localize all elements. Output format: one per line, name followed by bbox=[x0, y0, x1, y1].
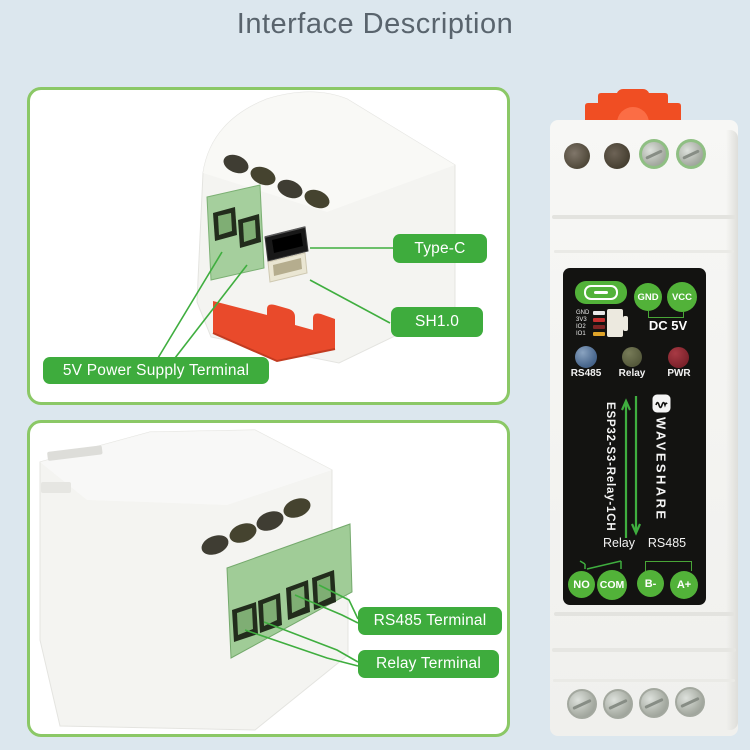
din-rail-clip bbox=[585, 89, 681, 123]
leader-lines bbox=[157, 247, 393, 359]
relay-contact-icon bbox=[579, 560, 622, 570]
label-5v-power-terminal: 5V Power Supply Terminal bbox=[43, 357, 269, 384]
label-rs485-terminal: RS485 Terminal bbox=[358, 607, 502, 635]
product-name-vertical: ESP32-S3-Relay-1CH bbox=[604, 401, 616, 532]
pin-wire-io2 bbox=[593, 324, 605, 329]
relay-module-photo: GND VCC DC 5V GND 3V3 IO2 IO1 RS485 Rela… bbox=[540, 85, 750, 750]
terminal-no: NO bbox=[568, 571, 595, 598]
pin-label-io1: IO1 bbox=[576, 331, 586, 337]
terminal-a-plus: A+ bbox=[670, 571, 698, 599]
waveshare-logo-icon bbox=[652, 394, 670, 413]
rs485-led bbox=[575, 346, 597, 368]
pin-label-gnd: GND bbox=[576, 310, 590, 316]
brand-block: WAVESHARE bbox=[645, 394, 677, 544]
pin-wire-io1 bbox=[593, 331, 605, 336]
rs485-group-label: RS485 bbox=[647, 536, 687, 550]
pin-wire-3v3 bbox=[593, 317, 605, 322]
updown-arrows-icon bbox=[620, 396, 642, 538]
pin-label-3v3: 3V3 bbox=[576, 317, 587, 323]
case-ledge bbox=[552, 215, 736, 219]
power-terminal-block bbox=[206, 184, 265, 281]
module-edge-shade bbox=[726, 130, 738, 730]
device-corner-photo-terminals bbox=[39, 429, 359, 731]
top-terminal-hole bbox=[604, 143, 630, 169]
terminal-com: COM bbox=[597, 570, 627, 600]
bottom-terminal-screw bbox=[603, 689, 633, 719]
gnd-terminal-marker: GND bbox=[634, 283, 662, 311]
label-type-c: Type-C bbox=[393, 234, 487, 263]
page-title: Interface Description bbox=[236, 8, 514, 40]
device-corner-photo-power bbox=[157, 91, 456, 364]
relay-led-label: Relay bbox=[618, 368, 646, 379]
dc-bracket bbox=[648, 311, 684, 318]
top-terminal-screw bbox=[642, 142, 666, 166]
top-terminal-hole bbox=[564, 143, 590, 169]
rs485-led-label: RS485 bbox=[570, 368, 602, 379]
brand-name-vertical: WAVESHARE bbox=[653, 417, 669, 522]
device-body bbox=[39, 429, 349, 731]
leader-lines bbox=[244, 584, 359, 667]
relay-group-label: Relay bbox=[603, 536, 635, 550]
relay-led bbox=[622, 347, 642, 367]
dc-5v-label: DC 5V bbox=[648, 318, 688, 333]
bottom-terminal-screw bbox=[567, 689, 597, 719]
faceplate: GND VCC DC 5V GND 3V3 IO2 IO1 RS485 Rela… bbox=[563, 268, 706, 605]
case-ledge bbox=[553, 679, 735, 682]
case-ledge bbox=[554, 250, 734, 253]
bottom-terminal-screw bbox=[675, 687, 705, 717]
din-clip-red bbox=[212, 301, 336, 363]
pin-label-io2: IO2 bbox=[576, 324, 586, 330]
pin-wire-gnd bbox=[593, 310, 605, 315]
terminal-screw-holes bbox=[201, 498, 311, 555]
terminal-b-minus: B- bbox=[637, 570, 664, 597]
usb-c-port bbox=[264, 226, 309, 262]
case-ledge bbox=[554, 612, 734, 616]
pwr-led bbox=[668, 347, 689, 368]
vcc-terminal-marker: VCC bbox=[667, 282, 697, 312]
sh10-connector-icon bbox=[607, 309, 623, 337]
terminal-screw-holes bbox=[223, 154, 330, 209]
usb-c-icon bbox=[575, 281, 627, 304]
sh10-connector-tab bbox=[623, 316, 628, 331]
top-terminal-screw bbox=[679, 142, 703, 166]
sh10-connector bbox=[267, 252, 308, 283]
relay-rs485-terminal-block bbox=[226, 523, 353, 659]
bottom-terminal-screw bbox=[639, 688, 669, 718]
pwr-led-label: PWR bbox=[667, 368, 691, 379]
label-relay-terminal: Relay Terminal bbox=[358, 650, 499, 678]
rs485-bracket bbox=[645, 561, 692, 571]
case-ledge bbox=[552, 648, 736, 652]
label-sh10: SH1.0 bbox=[391, 307, 483, 337]
